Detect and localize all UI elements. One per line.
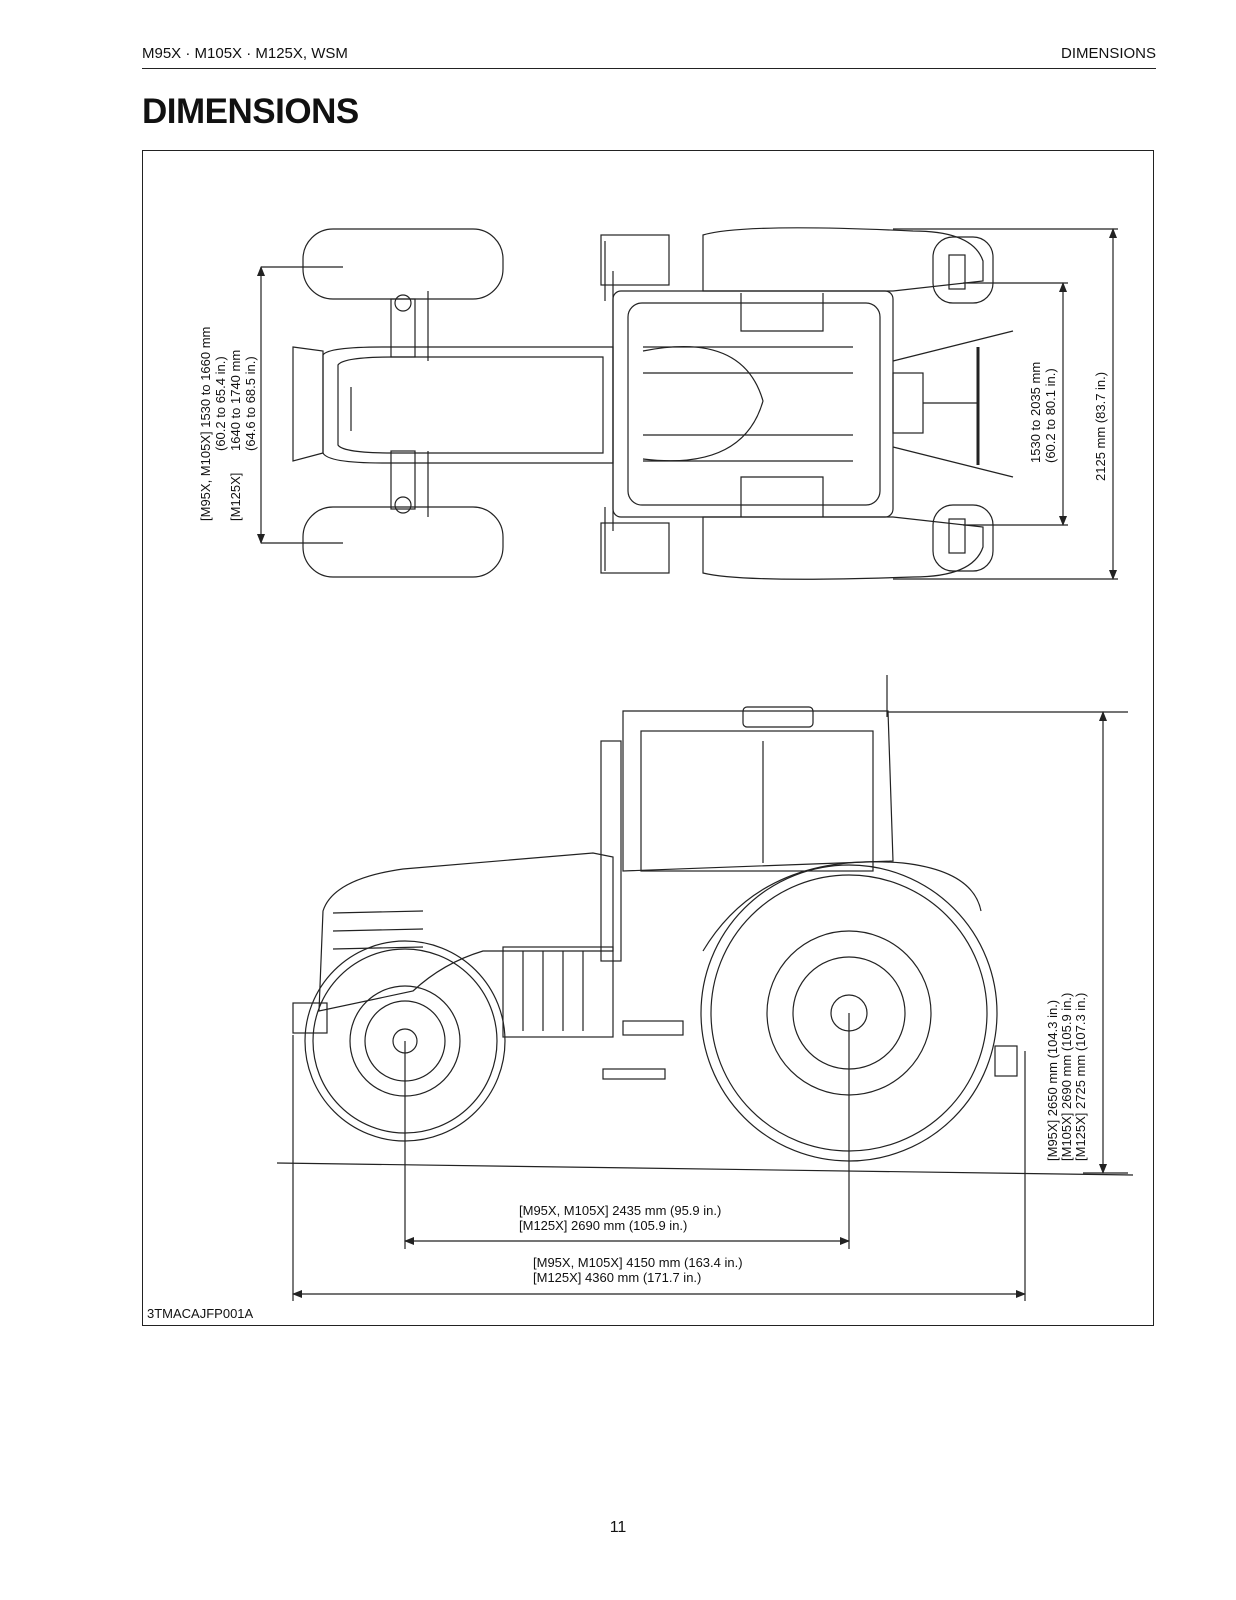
front-tread-line3: 1640 to 1740 mm xyxy=(228,350,243,451)
rear-fender-side xyxy=(702,861,982,952)
hood xyxy=(322,346,614,464)
page-title: DIMENSIONS xyxy=(142,92,359,131)
figure-id: 3TMACAJFP001A xyxy=(147,1306,254,1321)
height-line2: [M105X] 2690 mm (105.9 in.) xyxy=(1059,993,1074,1161)
height-line1: [M95X] 2650 mm (104.3 in.) xyxy=(1045,1000,1060,1161)
front-tread-line4: (64.6 to 68.5 in.) xyxy=(243,356,258,451)
rear-tread-line1: 1530 to 2035 mm xyxy=(1028,362,1043,463)
cab-roof xyxy=(612,290,894,518)
dimensions-figure: [M95X, M105X] 1530 to 1660 mm (60.2 to 6… xyxy=(142,150,1154,1326)
front-tread-line5: [M125X] xyxy=(228,473,243,521)
front-weight xyxy=(292,346,324,462)
side-view xyxy=(276,675,1134,1301)
rear-tread-line2: (60.2 to 80.1 in.) xyxy=(1043,368,1058,463)
wheelbase-line2: [M125X] 2690 mm (105.9 in.) xyxy=(519,1218,687,1233)
header-rule xyxy=(142,68,1156,69)
front-tread-line1: [M95X, M105X] 1530 to 1660 mm xyxy=(198,327,213,521)
front-wheel-bottom xyxy=(302,506,504,578)
top-view xyxy=(257,227,1118,580)
exhaust-stack xyxy=(600,740,622,962)
wheelbase-line1: [M95X, M105X] 2435 mm (95.9 in.) xyxy=(519,1203,721,1218)
length-line2: [M125X] 4360 mm (171.7 in.) xyxy=(533,1270,701,1285)
front-weight-side xyxy=(292,1002,328,1034)
ground-line xyxy=(276,1162,1134,1176)
rear-fender-top xyxy=(702,227,984,292)
hood-side xyxy=(318,852,614,1012)
rear-fender-bottom xyxy=(702,516,984,580)
tractor-drawing: [M95X, M105X] 1530 to 1660 mm (60.2 to 6… xyxy=(198,227,1134,1301)
front-wheel-top xyxy=(302,228,504,300)
header-section-title: DIMENSIONS xyxy=(1060,45,1156,62)
engine xyxy=(502,946,614,1038)
header-manual-title: M95X · M105X · M125X, WSM xyxy=(142,45,348,62)
height-line3: [M125X] 2725 mm (107.3 in.) xyxy=(1073,993,1088,1161)
cab-side xyxy=(622,710,894,872)
page-number: 11 xyxy=(609,1519,627,1536)
overall-width-label: 2125 mm (83.7 in.) xyxy=(1093,372,1108,481)
front-tread-line2: (60.2 to 65.4 in.) xyxy=(213,356,228,451)
length-line1: [M95X, M105X] 4150 mm (163.4 in.) xyxy=(533,1255,743,1270)
